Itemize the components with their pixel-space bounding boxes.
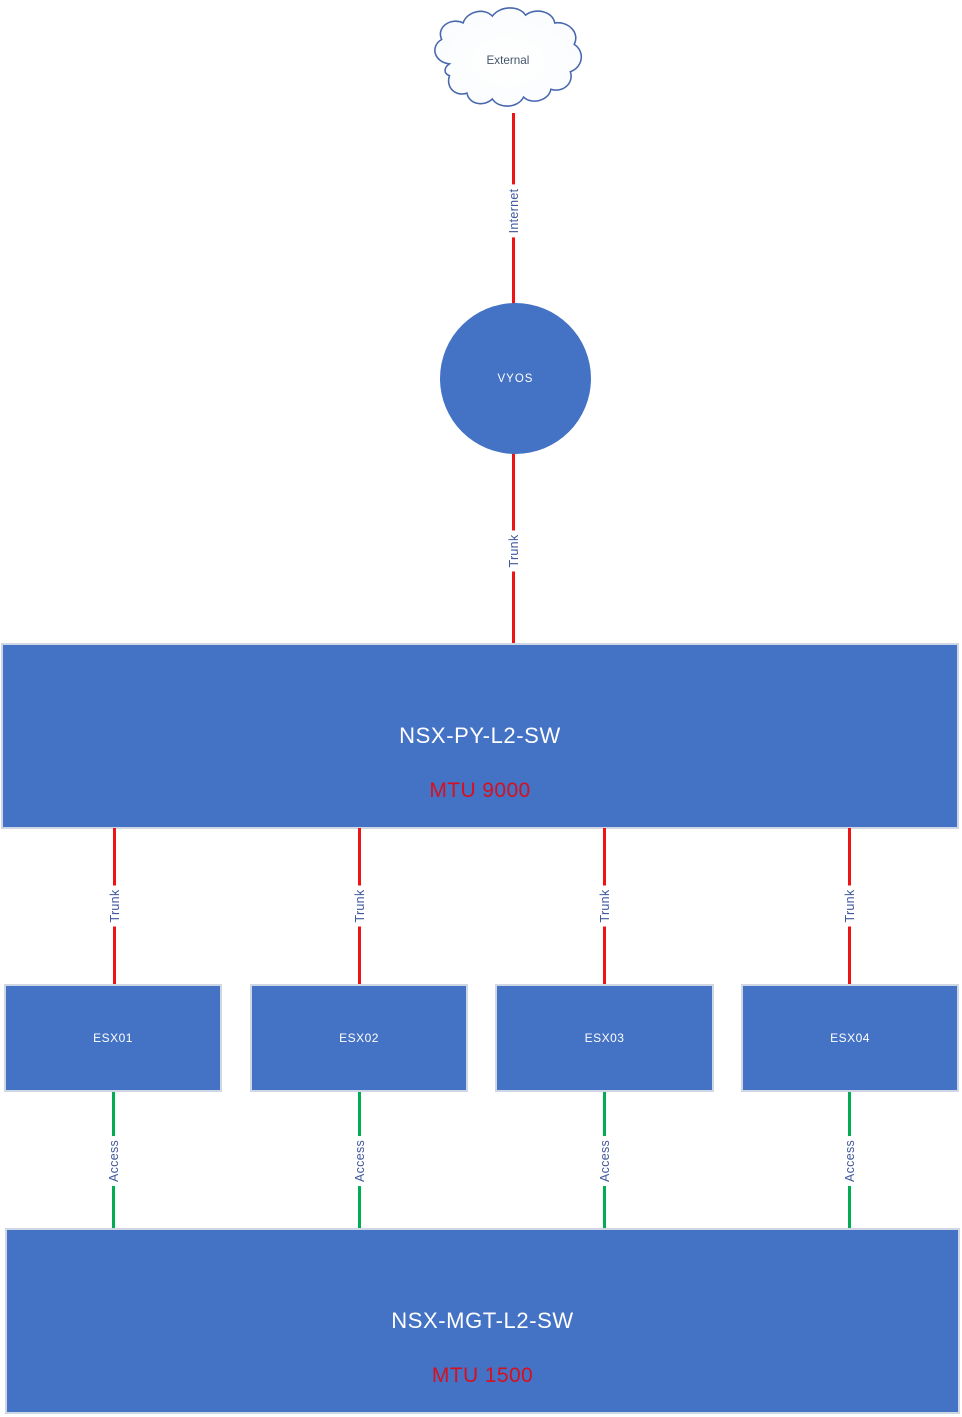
esx-host-label-3: ESX03 (584, 1031, 625, 1045)
external-cloud-label: External (487, 54, 530, 67)
edge-trunk-label-esx03: Trunk (597, 885, 613, 927)
esx-host-box-1: ESX01 (4, 984, 222, 1092)
esx-host-box-2: ESX02 (250, 984, 468, 1092)
esx-host-box-3: ESX03 (495, 984, 714, 1092)
mgmt-switch-box: NSX-MGT-L2-SW MTU 1500 (5, 1228, 960, 1414)
vyos-router-node: VYOS (440, 303, 591, 454)
edge-trunk-label-esx01: Trunk (107, 885, 123, 927)
vyos-router-label: VYOS (497, 372, 534, 385)
edge-access-label-esx02: Access (352, 1135, 368, 1187)
external-cloud-node: External (428, 3, 584, 116)
esx-host-label-2: ESX02 (339, 1031, 379, 1045)
esx-host-label-1: ESX01 (93, 1031, 133, 1045)
payload-switch-label: NSX-PY-L2-SW (399, 723, 561, 748)
mgmt-switch-mtu-label: MTU 1500 (431, 1363, 534, 1387)
edge-access-label-esx04: Access (842, 1135, 858, 1187)
cloud-icon: External (434, 7, 583, 107)
mgmt-switch-label: NSX-MGT-L2-SW (391, 1308, 574, 1333)
edge-internet-label: Internet (506, 184, 522, 238)
edge-trunk-label-esx04: Trunk (842, 885, 858, 927)
edge-uplink-trunk-label: Trunk (506, 530, 522, 572)
esx-host-label-4: ESX04 (830, 1031, 870, 1045)
edge-trunk-label-esx02: Trunk (352, 885, 368, 927)
payload-switch-box: NSX-PY-L2-SW MTU 9000 (1, 643, 959, 829)
edge-access-label-esx03: Access (597, 1135, 613, 1187)
esx-host-box-4: ESX04 (741, 984, 959, 1092)
edge-access-label-esx01: Access (106, 1135, 122, 1187)
payload-switch-mtu-label: MTU 9000 (429, 778, 531, 802)
